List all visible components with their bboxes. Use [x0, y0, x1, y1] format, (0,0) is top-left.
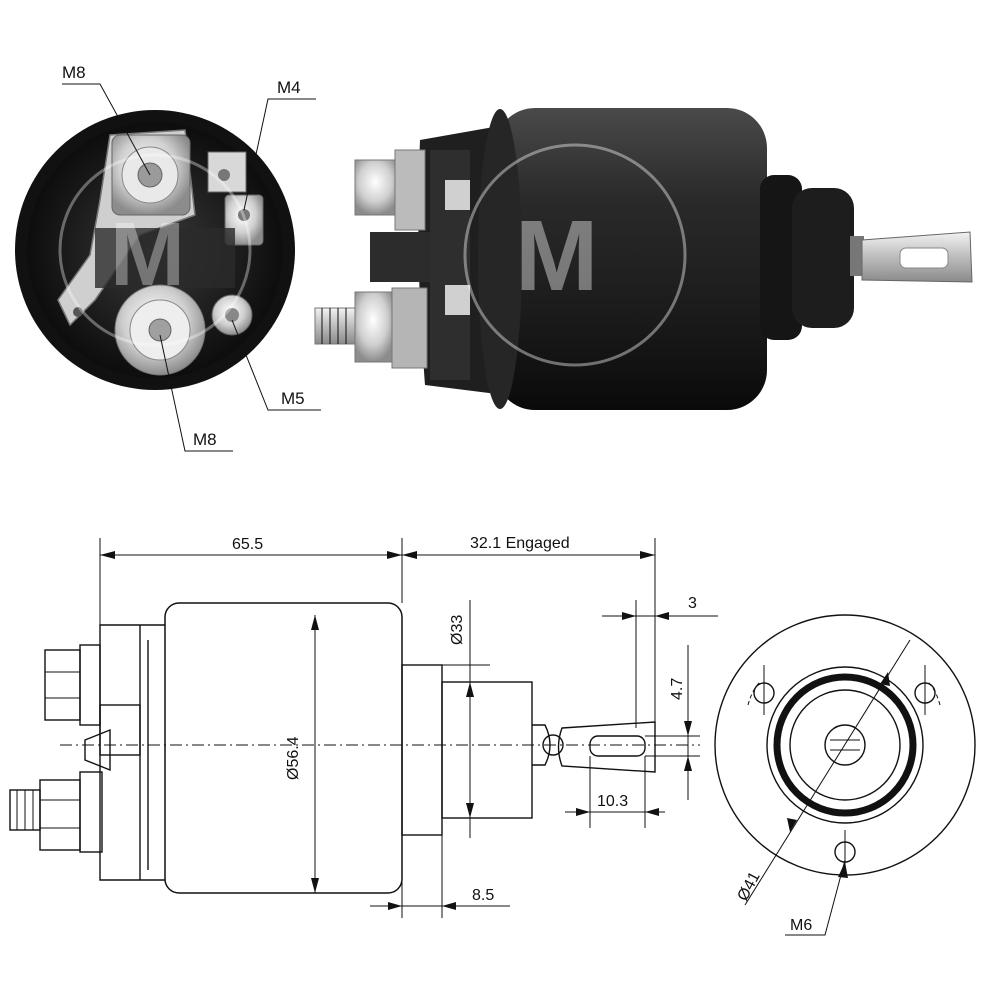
side-dimensions [99, 538, 718, 918]
dim-body-diameter: Ø56.4 [285, 736, 302, 780]
dim-body-length: 65.5 [232, 536, 263, 553]
callout-m8-bottom: M8 [193, 430, 217, 449]
body-outline [164, 602, 403, 894]
plunger-tab [861, 231, 973, 283]
solenoid-nose [760, 175, 802, 340]
m5-terminal [211, 294, 253, 336]
dim-nose-diameter: Ø33 [449, 615, 466, 645]
solenoid-can [495, 108, 767, 410]
dim-mount-thread: M6 [790, 917, 812, 934]
callout-m8-top: M8 [62, 63, 86, 82]
callout-m5: M5 [281, 389, 305, 408]
logo-watermark-side: M [515, 200, 598, 312]
dim-slot-length: 10.3 [597, 793, 628, 810]
rear-terminals [314, 149, 470, 380]
front-drawing [714, 614, 976, 936]
end-cap-photo: M [15, 110, 295, 390]
top-m8-terminal [111, 134, 191, 216]
logo-watermark: M [110, 205, 185, 305]
side-drawing [9, 602, 700, 894]
dim-tab-offset: 3 [688, 595, 697, 612]
bottom-m8-terminal [114, 284, 206, 376]
dim-mount-circle: Ø41 [735, 869, 764, 904]
dim-stroke-engaged: 32.1 Engaged [470, 535, 570, 552]
dim-slot-width: 4.7 [669, 678, 686, 700]
drawing-terminals [9, 644, 141, 853]
callout-m4: M4 [277, 78, 301, 97]
callout-lines [62, 83, 321, 452]
side-photo: M [314, 108, 973, 410]
dim-flange-gap: 8.5 [472, 887, 494, 904]
